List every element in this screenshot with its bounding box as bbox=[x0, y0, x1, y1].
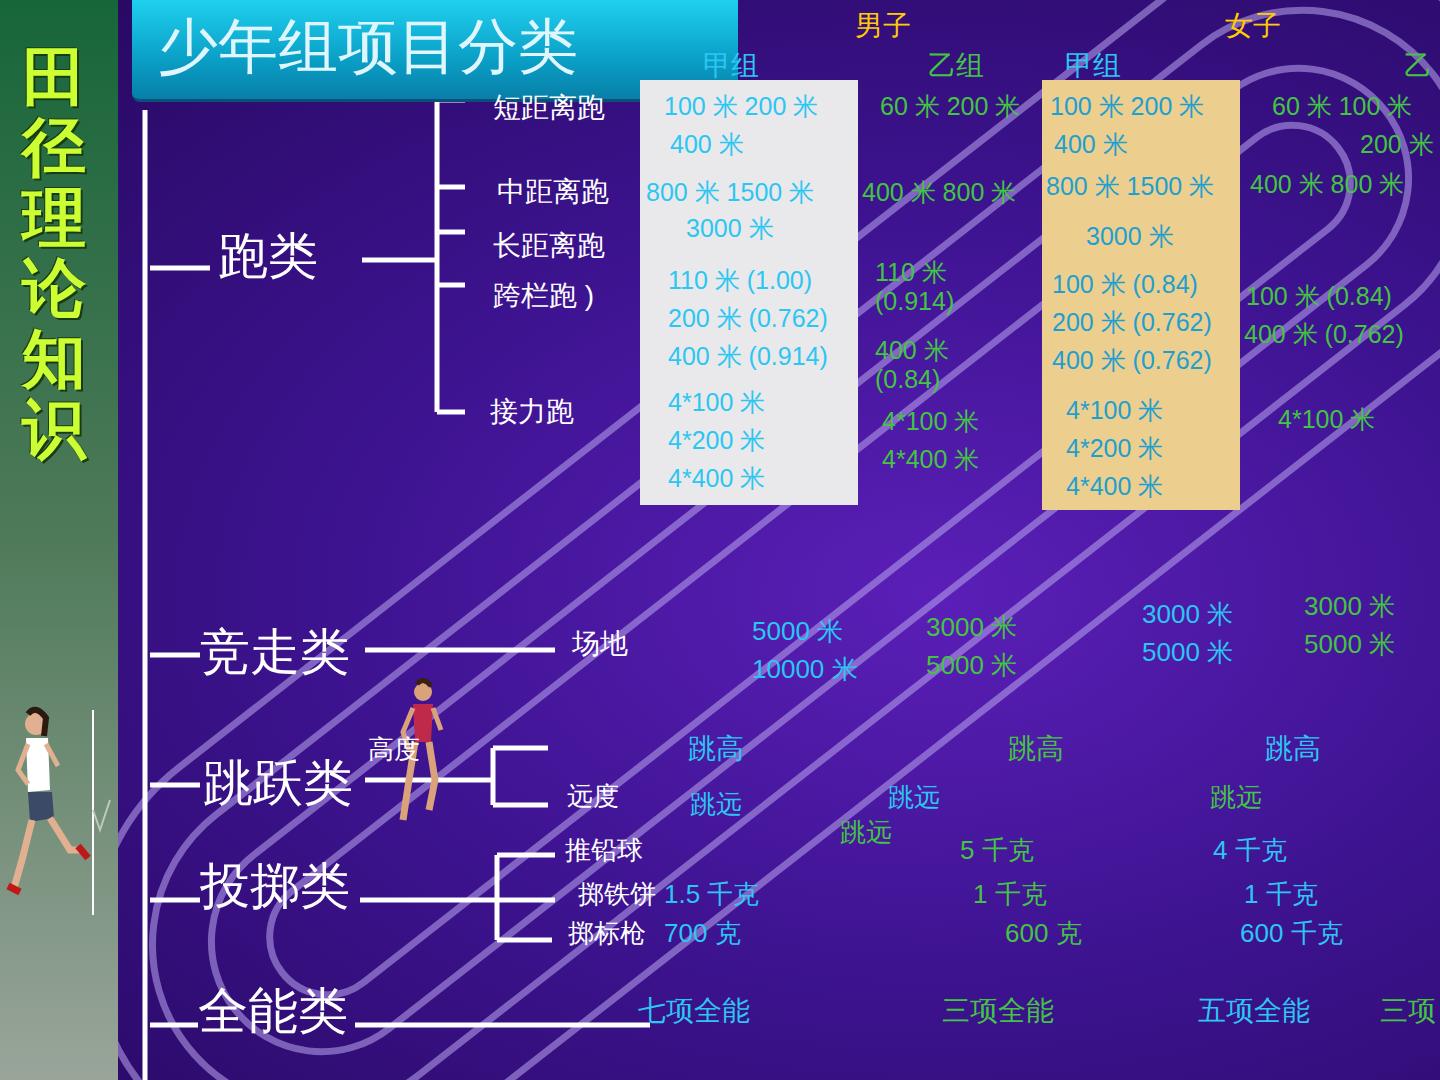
event-label: 200 米 bbox=[1360, 130, 1434, 159]
event-label: 3000 米 bbox=[1304, 592, 1395, 622]
event-label: 中距离跑 bbox=[497, 176, 609, 208]
event-label: 跳高 bbox=[688, 733, 744, 765]
event-label: 1 千克 bbox=[1244, 880, 1318, 910]
event-label: 乙 bbox=[1404, 50, 1432, 82]
event-label: 600 克 bbox=[1005, 919, 1082, 949]
event-label: 跳高 bbox=[1265, 733, 1321, 765]
event-label: 400 米 (0.762) bbox=[1244, 320, 1404, 349]
event-label: 400 米 800 米 bbox=[1250, 170, 1404, 199]
boys-group-a-panel: 100 米 200 米 400 米 800 米 1500 米 3000 米 110 米 … bbox=[640, 80, 858, 505]
event-label: 跳远 bbox=[1210, 783, 1262, 813]
event-label: 5000 米 bbox=[1142, 638, 1233, 668]
event-text: 400 米 (0.762) bbox=[1052, 346, 1212, 375]
event-label: 700 克 bbox=[664, 919, 741, 949]
event-label: 掷标枪 bbox=[568, 919, 646, 949]
category-label: 全能类 bbox=[198, 983, 348, 1041]
category-label: 跑类 bbox=[218, 228, 318, 286]
girls-group-a-panel: 100 米 200 米 400 米 800 米 1500 米 3000 米 100 米 … bbox=[1042, 80, 1240, 510]
event-label: 4*100 米 bbox=[1278, 405, 1375, 434]
runner-figure bbox=[8, 710, 88, 892]
event-label: 5 千克 bbox=[960, 836, 1034, 866]
event-label: 5000 米 bbox=[752, 617, 843, 647]
event-label: 100 米 (0.84) bbox=[1246, 282, 1392, 311]
event-label: 推铅球 bbox=[565, 836, 643, 866]
category-label: 跳跃类 bbox=[203, 755, 353, 813]
event-label: 400 米 (0.84) bbox=[875, 336, 965, 394]
tree-brackets bbox=[145, 100, 650, 1080]
event-text: 400 米 bbox=[670, 130, 744, 159]
event-text: 4*400 米 bbox=[668, 464, 765, 493]
side-title-bar: 田径理论知识 bbox=[0, 0, 118, 1080]
event-label: 高度 bbox=[368, 735, 420, 765]
event-label: 甲组 bbox=[1065, 50, 1121, 82]
event-label: 七项全能 bbox=[638, 995, 750, 1027]
event-text: 4*200 米 bbox=[668, 426, 765, 455]
event-label: 4*400 米 bbox=[882, 445, 979, 474]
event-label: 五项全能 bbox=[1198, 995, 1310, 1027]
event-label: 60 米 200 米 bbox=[880, 92, 1020, 121]
event-label: 三项 bbox=[1380, 995, 1436, 1027]
event-label: 10000 米 bbox=[752, 655, 858, 685]
event-text: 200 米 (0.762) bbox=[1052, 308, 1212, 337]
event-label: 男子 bbox=[855, 10, 911, 42]
event-label: 掷铁饼 bbox=[578, 880, 656, 910]
event-label: 短距离跑 bbox=[493, 92, 605, 124]
event-text: 100 米 (0.84) bbox=[1052, 270, 1198, 299]
event-label: 接力跑 bbox=[490, 396, 574, 428]
event-text: 4*200 米 bbox=[1066, 434, 1163, 463]
event-label: 女子 bbox=[1225, 10, 1281, 42]
event-text: 3000 米 bbox=[686, 214, 774, 243]
event-label: 400 米 800 米 bbox=[862, 178, 1016, 207]
event-text: 400 米 (0.914) bbox=[668, 342, 828, 371]
left-runner-artwork bbox=[0, 700, 120, 1000]
event-label: 长距离跑 bbox=[493, 230, 605, 262]
slide-title: 少年组项目分类 bbox=[158, 12, 578, 81]
event-text: 3000 米 bbox=[1086, 222, 1174, 251]
event-label: 1 千克 bbox=[973, 880, 1047, 910]
event-text: 100 米 200 米 bbox=[1050, 92, 1204, 121]
event-text: 110 米 (1.00) bbox=[668, 266, 812, 295]
event-label: 4*100 米 bbox=[882, 407, 979, 436]
event-label: 5000 米 bbox=[926, 651, 1017, 681]
event-label: 乙组 bbox=[928, 50, 984, 82]
event-text: 4*400 米 bbox=[1066, 472, 1163, 501]
event-label: 110 米 (0.914) bbox=[875, 258, 965, 316]
vertical-title: 田径理论知识 bbox=[22, 42, 86, 464]
event-label: 跳远 bbox=[690, 790, 742, 820]
event-label: 跳远 bbox=[888, 783, 940, 813]
event-label: 600 千克 bbox=[1240, 919, 1343, 949]
category-label: 投掷类 bbox=[200, 858, 350, 916]
event-label: 4 千克 bbox=[1213, 836, 1287, 866]
event-text: 100 米 200 米 bbox=[664, 92, 818, 121]
event-label: 甲组 bbox=[703, 50, 759, 82]
event-text: 800 米 1500 米 bbox=[646, 178, 814, 207]
event-label: 60 米 100 米 bbox=[1272, 92, 1412, 121]
category-label: 竞走类 bbox=[200, 624, 350, 682]
event-label: 跳高 bbox=[1008, 733, 1064, 765]
event-text: 4*100 米 bbox=[1066, 396, 1163, 425]
event-text: 800 米 1500 米 bbox=[1046, 172, 1214, 201]
event-label: 远度 bbox=[567, 782, 619, 812]
event-label: 3000 米 bbox=[1142, 600, 1233, 630]
event-label: 跳远 bbox=[840, 818, 892, 848]
event-text: 200 米 (0.762) bbox=[668, 304, 828, 333]
event-label: 5000 米 bbox=[1304, 630, 1395, 660]
event-label: 3000 米 bbox=[926, 613, 1017, 643]
event-label: 场地 bbox=[572, 628, 628, 660]
event-label: 1.5 千克 bbox=[664, 880, 759, 910]
event-text: 4*100 米 bbox=[668, 388, 765, 417]
event-label: 三项全能 bbox=[942, 995, 1054, 1027]
event-label: 跨栏跑 ) bbox=[493, 280, 594, 312]
event-text: 400 米 bbox=[1054, 130, 1128, 159]
